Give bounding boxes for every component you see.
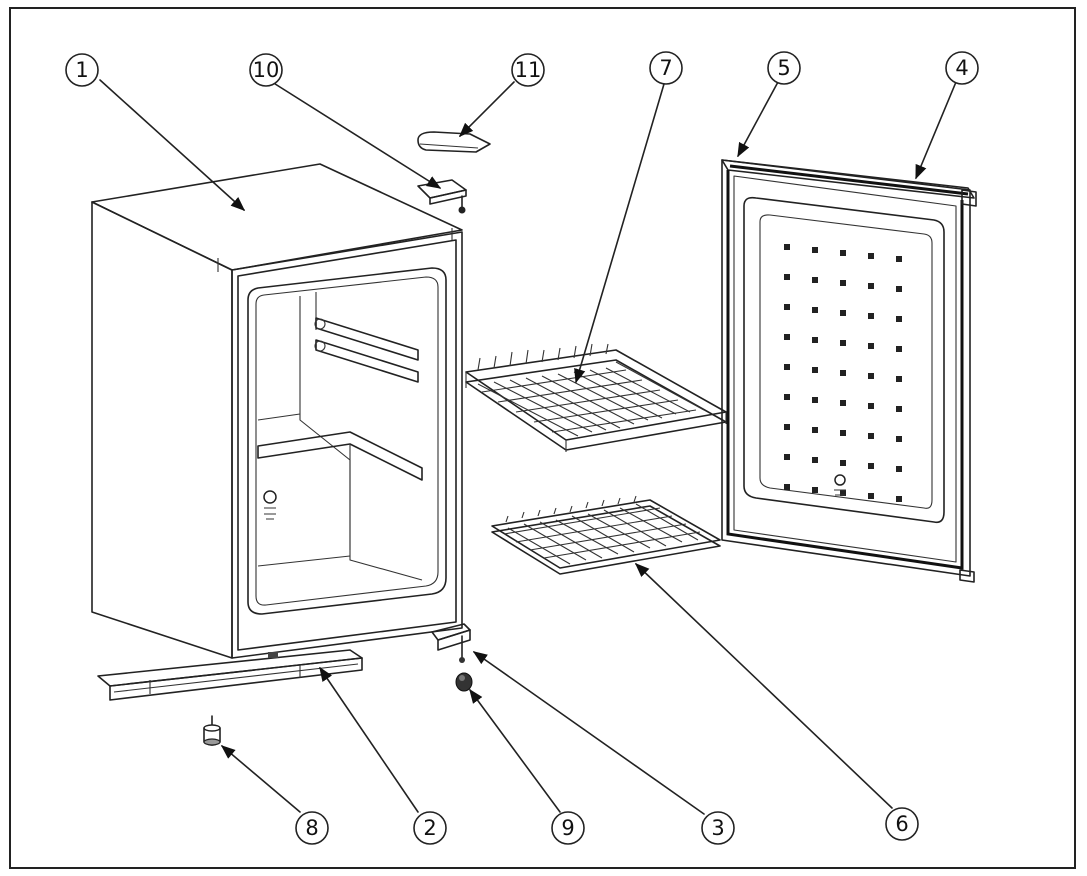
svg-text:4: 4 [955, 56, 968, 80]
svg-text:9: 9 [561, 816, 574, 840]
svg-text:6: 6 [895, 812, 908, 836]
levelling-foot [203, 715, 221, 746]
svg-text:2: 2 [423, 816, 436, 840]
door-dot [868, 373, 874, 379]
door-dot [840, 460, 846, 466]
door-dot [784, 454, 790, 460]
leader-lines [99, 79, 957, 815]
door-dot [784, 334, 790, 340]
door-dot [784, 394, 790, 400]
door-dot [812, 487, 818, 493]
door-dot [784, 364, 790, 370]
door-dot [812, 247, 818, 253]
svg-text:7: 7 [659, 56, 672, 80]
callout-9: 9 [551, 811, 585, 845]
door-dot [840, 400, 846, 406]
callout-11: 11 [511, 53, 545, 87]
lower-wire-shelf [491, 495, 721, 575]
hinge-bush [455, 672, 473, 692]
callout-4: 4 [945, 51, 979, 85]
top-hinge [417, 179, 467, 214]
base-rail [97, 649, 363, 701]
door-dot [784, 274, 790, 280]
diagram-border [9, 7, 1076, 869]
door-dot [784, 424, 790, 430]
door-dot [812, 397, 818, 403]
callout-7: 7 [649, 51, 683, 85]
svg-text:10: 10 [253, 58, 280, 82]
svg-text:5: 5 [777, 56, 790, 80]
door-dot [868, 493, 874, 499]
callout-1: 1 [65, 53, 99, 87]
door-dot [812, 367, 818, 373]
callout-2: 2 [413, 811, 447, 845]
callout-10: 10 [249, 53, 283, 87]
hinge-cover [417, 131, 491, 153]
callout-3: 3 [701, 811, 735, 845]
door-dot [840, 430, 846, 436]
door-dot [896, 376, 902, 382]
door-dot [784, 484, 790, 490]
svg-text:8: 8 [305, 816, 318, 840]
door-dot [868, 283, 874, 289]
fridge-door [721, 159, 977, 583]
door-dot [812, 457, 818, 463]
svg-text:3: 3 [711, 816, 724, 840]
thermostat-knob [263, 490, 277, 520]
door-dot [812, 337, 818, 343]
callout-6: 6 [885, 807, 919, 841]
door-dot [868, 313, 874, 319]
door-dot [896, 256, 902, 262]
door-dot [868, 253, 874, 259]
upper-wire-shelf [465, 343, 727, 452]
door-dot [812, 427, 818, 433]
callout-5: 5 [767, 51, 801, 85]
door-dot [812, 307, 818, 313]
door-dot [896, 466, 902, 472]
door-dot [784, 304, 790, 310]
door-dot [896, 436, 902, 442]
door-dot [812, 277, 818, 283]
door-dot [840, 280, 846, 286]
door-dot [896, 496, 902, 502]
door-dot [868, 463, 874, 469]
door-dot [896, 286, 902, 292]
door-dot [840, 250, 846, 256]
svg-text:1: 1 [75, 58, 88, 82]
door-dot [868, 343, 874, 349]
door-dot [840, 370, 846, 376]
door-dot [896, 346, 902, 352]
door-dot [840, 310, 846, 316]
door-dot [868, 403, 874, 409]
door-dot [840, 490, 846, 496]
bottom-hinge [431, 623, 471, 663]
door-symbol [834, 474, 846, 496]
door-panel-dots [784, 244, 902, 502]
door-dot [896, 316, 902, 322]
callout-8: 8 [295, 811, 329, 845]
door-dot [840, 340, 846, 346]
svg-text:11: 11 [515, 58, 542, 82]
fridge-cabinet [91, 163, 463, 659]
door-dot [784, 244, 790, 250]
door-dot [896, 406, 902, 412]
door-dot [868, 433, 874, 439]
